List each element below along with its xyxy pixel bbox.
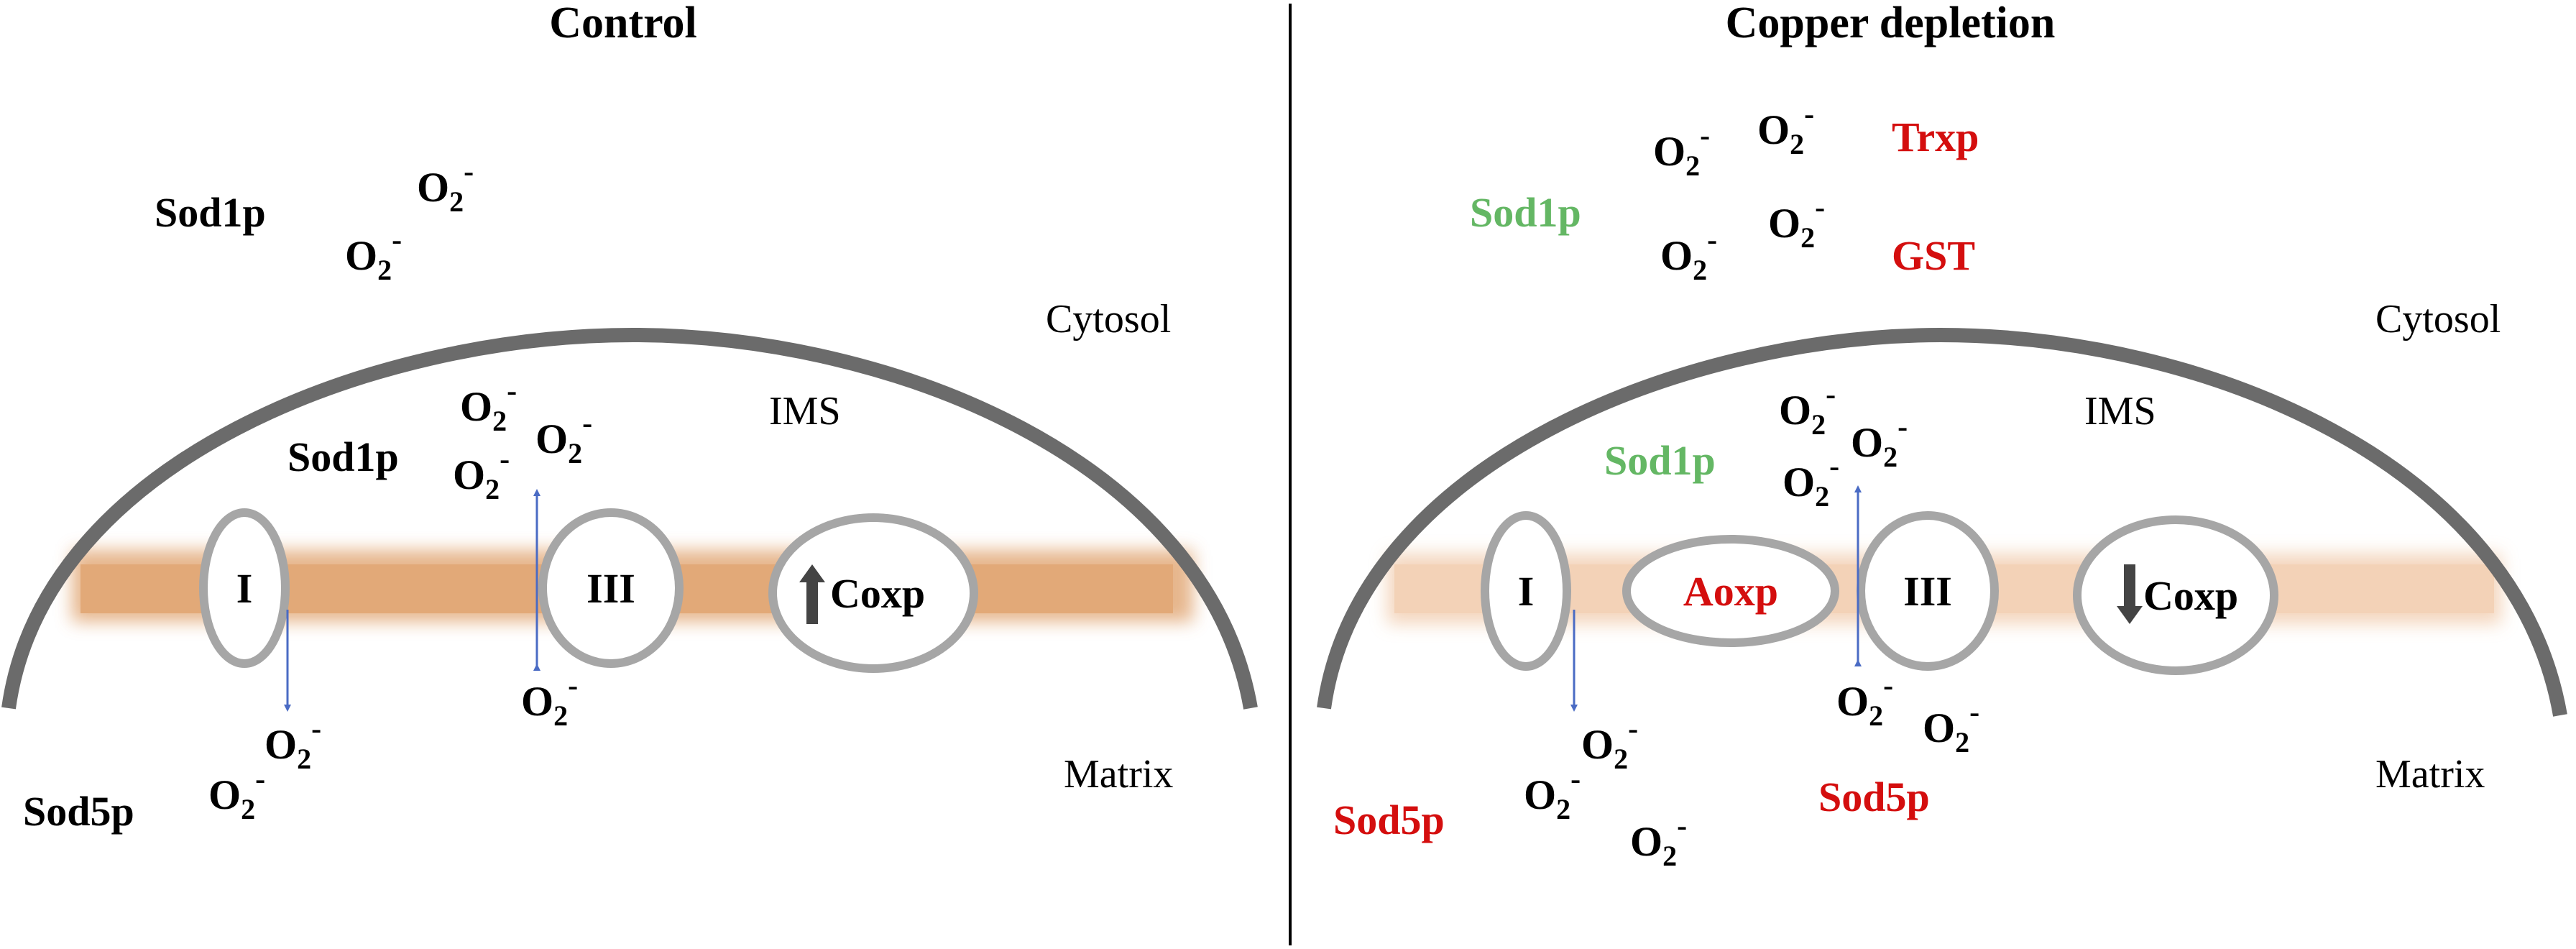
cytosol-label: Cytosol xyxy=(2375,297,2501,341)
superoxide-label: O2- xyxy=(1768,191,1825,254)
matrix-label: Matrix xyxy=(2375,752,2485,797)
superoxide-text: O2- xyxy=(535,407,592,469)
svg-text:Coxp: Coxp xyxy=(830,570,925,617)
superoxide-text: O2- xyxy=(208,763,265,825)
superoxide-text: O2- xyxy=(1782,450,1839,513)
svg-text:Aoxp: Aoxp xyxy=(1683,568,1778,615)
superoxide-label: O2- xyxy=(521,669,578,732)
sod5p-matrix: Sod5p xyxy=(1333,797,1445,843)
copper-depletion-panel: Copper depletion I Aoxp III Coxp Cytosol xyxy=(1317,0,2567,872)
control-title: Control xyxy=(549,0,697,47)
superoxide-label: O2- xyxy=(1630,810,1687,872)
sod1p-ims: Sod1p xyxy=(1604,437,1716,484)
superoxide-label: O2- xyxy=(1779,378,1836,441)
complex-I: I xyxy=(1481,511,1571,671)
superoxide-text: O2- xyxy=(1660,224,1717,286)
superoxide-label: O2- xyxy=(1782,450,1839,513)
superoxide-label: O2- xyxy=(1581,712,1638,775)
svg-text:Coxp: Coxp xyxy=(2143,572,2238,619)
superoxide-text: O2- xyxy=(460,375,517,437)
superoxide-text: O2- xyxy=(1768,191,1825,254)
superoxide-label: O2- xyxy=(1836,669,1893,732)
complex-IV-coxp: Coxp xyxy=(2073,515,2278,675)
aoxp-complex: Aoxp xyxy=(1622,535,1839,647)
superoxide-label: O2- xyxy=(264,712,321,775)
superoxide-text: O2- xyxy=(264,712,321,775)
matrix-label: Matrix xyxy=(1064,752,1173,797)
sod1p-cytosol: Sod1p xyxy=(155,189,266,236)
copper-depletion-title: Copper depletion xyxy=(1726,0,2056,47)
svg-text:I: I xyxy=(236,565,253,612)
superoxide-label: O2- xyxy=(1757,98,1814,160)
superoxide-label: O2- xyxy=(1851,411,1908,473)
outer-membrane-arc xyxy=(1317,327,2567,717)
superoxide-text: O2- xyxy=(417,155,474,218)
superoxide-label: O2- xyxy=(1660,224,1717,286)
superoxide-text: O2- xyxy=(1630,810,1687,872)
svg-text:III: III xyxy=(1903,568,1952,615)
superoxide-text: O2- xyxy=(521,669,578,732)
superoxide-label: O2- xyxy=(417,155,474,218)
complex-III: III xyxy=(538,508,684,668)
ims-label: IMS xyxy=(769,389,841,434)
sod5p-center: Sod5p xyxy=(1818,774,1930,820)
outer-membrane-arc xyxy=(1,327,1258,710)
up-arrow-icon xyxy=(799,564,825,624)
ims-label: IMS xyxy=(2084,389,2156,434)
superoxide-text: O2- xyxy=(1653,119,1710,182)
complex-III: III xyxy=(1857,511,1999,671)
superoxide-label: O2- xyxy=(460,375,517,437)
down-arrow-icon xyxy=(2117,564,2143,624)
superoxide-label: O2- xyxy=(1923,696,1979,758)
superoxide-label: O2- xyxy=(453,443,510,505)
gst-label: GST xyxy=(1892,232,1975,279)
superoxide-label: O2- xyxy=(1653,119,1710,182)
superoxide-text: O2- xyxy=(1757,98,1814,160)
superoxide-text: O2- xyxy=(1779,378,1836,441)
sod1p-ims: Sod1p xyxy=(288,434,399,480)
complex-IV-coxp: Coxp xyxy=(768,513,978,673)
superoxide-label: O2- xyxy=(535,407,592,469)
superoxide-text: O2- xyxy=(1923,696,1979,758)
superoxide-text: O2- xyxy=(1581,712,1638,775)
superoxide-text: O2- xyxy=(1524,763,1581,825)
cytosol-label: Cytosol xyxy=(1046,297,1171,341)
trxp-label: Trxp xyxy=(1892,114,1979,160)
control-panel: Control I III Coxp Cytosol IMS Matrix So… xyxy=(1,0,1258,835)
svg-text:I: I xyxy=(1518,568,1535,615)
superoxide-text: O2- xyxy=(453,443,510,505)
complex-I: I xyxy=(199,508,290,668)
superoxide-text: O2- xyxy=(1836,669,1893,732)
superoxide-label: O2- xyxy=(208,763,265,825)
svg-text:III: III xyxy=(586,565,635,612)
superoxide-text: O2- xyxy=(1851,411,1908,473)
superoxide-label: O2- xyxy=(1524,763,1581,825)
sod5p-matrix: Sod5p xyxy=(23,788,134,835)
sod1p-cytosol: Sod1p xyxy=(1470,189,1581,236)
superoxide-label: O2- xyxy=(345,224,402,286)
superoxide-text: O2- xyxy=(345,224,402,286)
